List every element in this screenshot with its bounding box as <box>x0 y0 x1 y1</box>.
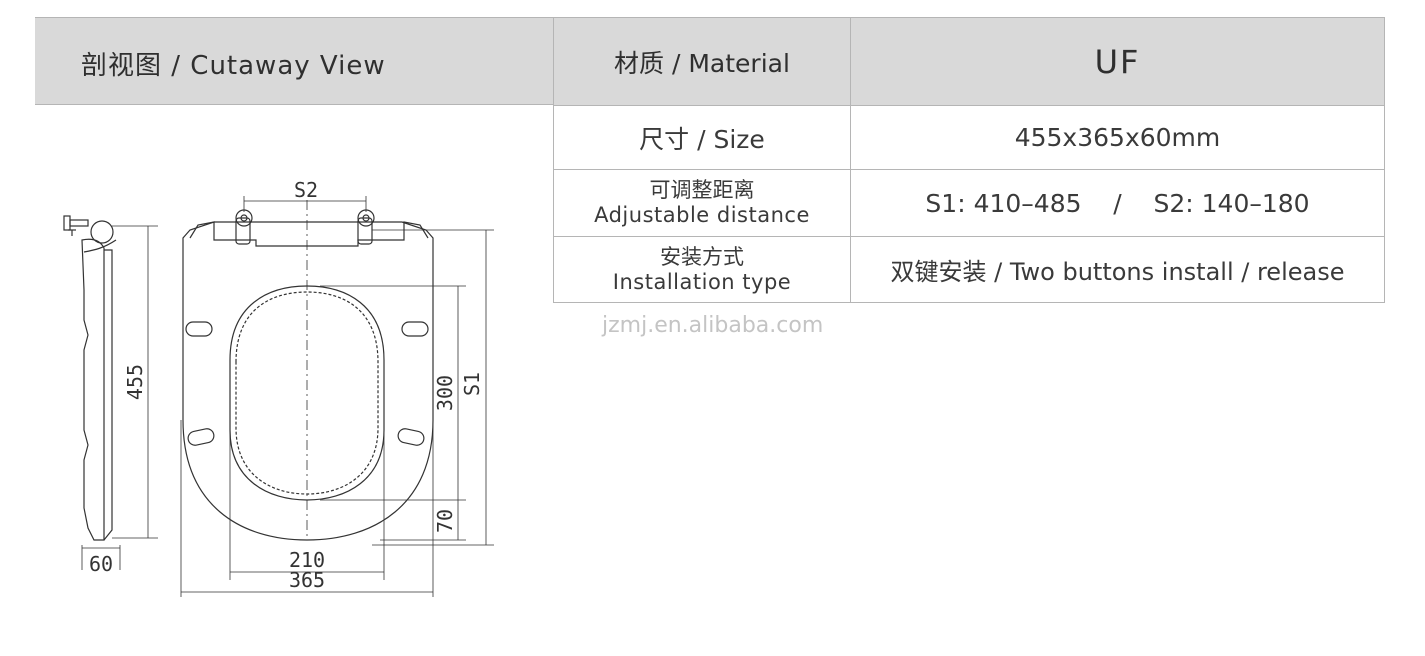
installation-value-cell: 双键安装 / Two buttons install / release <box>850 236 1385 303</box>
dim-70-label: 70 <box>433 509 457 533</box>
size-label: 尺寸 / Size <box>639 124 765 154</box>
installation-label-cell: 安装方式 Installation type <box>553 236 851 303</box>
adjustable-label-en: Adjustable distance <box>594 203 810 227</box>
spec-row-installation: 安装方式 Installation type 双键安装 / Two button… <box>553 236 1385 303</box>
material-label: 材质 / Material <box>614 48 790 78</box>
front-view <box>182 200 434 541</box>
size-value: 455x365x60mm <box>1014 123 1221 152</box>
dim-210-label: 210 <box>289 548 325 572</box>
spec-row-adjustable: 可调整距离 Adjustable distance S1: 410–485 / … <box>553 169 1385 237</box>
installation-label-en: Installation type <box>612 269 792 294</box>
spec-row-material: 材质 / Material UF <box>553 17 1385 106</box>
material-value-cell: UF <box>850 17 1385 106</box>
side-view <box>63 215 117 541</box>
material-value: UF <box>1094 42 1141 81</box>
spec-row-size: 尺寸 / Size 455x365x60mm <box>553 105 1385 170</box>
adjustable-label-cell: 可调整距离 Adjustable distance <box>553 169 851 237</box>
dim-s1-label: S1 <box>460 372 484 396</box>
adjustable-value-cell: S1: 410–485 / S2: 140–180 <box>850 169 1385 237</box>
adjustable-label-zh: 可调整距离 <box>649 178 755 202</box>
size-label-cell: 尺寸 / Size <box>553 105 851 170</box>
adjustable-value: S1: 410–485 / S2: 140–180 <box>925 188 1310 218</box>
spec-table: 材质 / Material UF 尺寸 / Size 455x365x60mm … <box>553 17 1385 303</box>
installation-value: 双键安装 / Two buttons install / release <box>890 258 1345 286</box>
watermark: jzmj.en.alibaba.com <box>602 313 824 338</box>
cutaway-drawing: 455 60 S2 300 S1 70 210 365 <box>63 178 494 597</box>
dim-s2-label: S2 <box>294 178 318 202</box>
dim-365-label: 365 <box>289 568 325 592</box>
cutaway-title: 剖视图 / Cutaway View <box>81 51 386 81</box>
installation-label-zh: 安装方式 <box>660 244 744 269</box>
dim-60-label: 60 <box>89 552 113 576</box>
dim-455-label: 455 <box>123 364 147 400</box>
dim-300-label: 300 <box>433 375 457 411</box>
material-label-cell: 材质 / Material <box>553 17 851 106</box>
size-value-cell: 455x365x60mm <box>850 105 1385 170</box>
cutaway-header: 剖视图 / Cutaway View <box>35 17 553 105</box>
